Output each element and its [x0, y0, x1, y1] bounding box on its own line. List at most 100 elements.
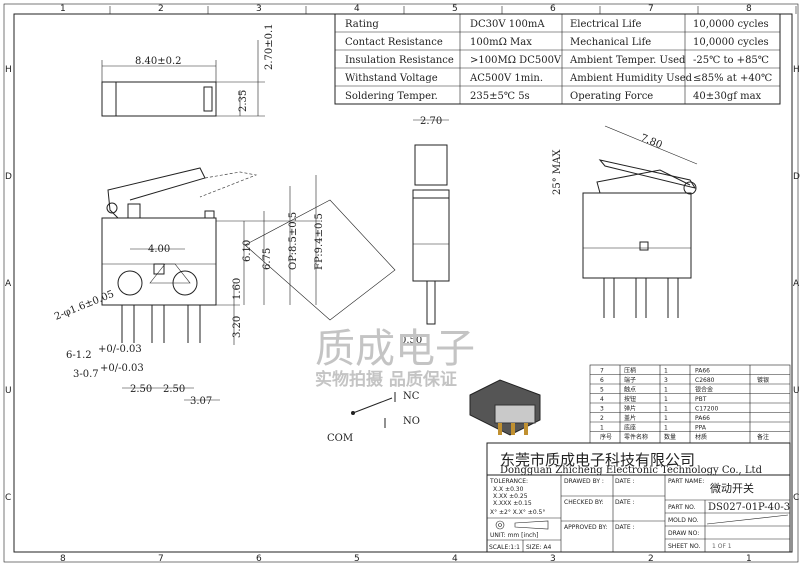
frame-column-label: 7 [158, 554, 164, 564]
dim-pin-length: 3.20 [232, 316, 243, 338]
spec-label2: Mechanical Life [570, 37, 651, 48]
checked-by-label: CHECKED BY: [564, 499, 604, 506]
part-name-label: PART NAME: [668, 478, 704, 485]
top-view: 8.40±0.2 2.70±0.1 2.35 [101, 23, 275, 117]
frame-column-label: 7 [648, 4, 654, 14]
dim-pitch-2: 2.50 [163, 384, 185, 395]
dim-pin-width-2-tol: +0/-0.03 [100, 363, 144, 374]
dim-op: OP:8.5±0.5 [288, 212, 299, 270]
parts-header-note: 备注 [757, 433, 769, 441]
parts-cell-qty: 1 [664, 396, 668, 403]
parts-cell-name: 触点 [624, 386, 636, 394]
spec-value2: ≤85% at +40℃ [693, 73, 772, 84]
spec-value2: -25℃ to +85℃ [693, 55, 769, 66]
frame-column-label: 3 [256, 4, 262, 14]
title-block: 东莞市质成电子科技有限公司 Dongguan Zhicheng Electron… [486, 442, 791, 553]
draw-no-label: DRAW NO: [668, 530, 699, 537]
parts-header-material: 材质 [695, 433, 707, 441]
parts-cell-material: PBT [695, 396, 707, 403]
dim-side-width: 2.70 [420, 116, 442, 127]
frame-column-label: 1 [746, 554, 752, 564]
sheet-no-label: SHEET NO. [668, 543, 700, 550]
spec-value: AC500V 1min. [469, 73, 543, 84]
spec-label2: Ambient Temper. Used [569, 55, 686, 66]
dim-hole-height: 1.60 [232, 278, 243, 300]
frame-column-label: 8 [746, 4, 752, 14]
spec-label2: Ambient Humidity Used [569, 73, 693, 84]
spec-value: 235±5℃ 5s [470, 91, 530, 102]
unit-label: UNIT: mm [inch] [490, 532, 538, 539]
parts-cell-qty: 1 [664, 387, 668, 394]
parts-cell-name: 按钮 [624, 395, 636, 403]
parts-cell-material: PPA [695, 425, 707, 432]
parts-cell-no: 2 [600, 415, 604, 422]
parts-cell-name: 盖片 [624, 414, 636, 422]
part-name: 微动开关 [710, 481, 754, 495]
frame-column-label: 4 [354, 4, 360, 14]
parts-cell-material: PA66 [695, 368, 710, 375]
company-name-cn: 东莞市质成电子科技有限公司 [500, 451, 695, 469]
spec-value: DC30V 100mA [470, 19, 545, 30]
parts-cell-no: 6 [600, 377, 604, 384]
frame-row-label: C [793, 493, 799, 503]
dim-top-height: 2.70±0.1 [264, 23, 275, 70]
scale-label: SCALE:1:1 [489, 544, 520, 551]
tolerance-2: X.XX ±0.25 [493, 493, 528, 500]
drawed-by-label: DRAWED BY : [564, 478, 604, 485]
dim-angle: 25° MAX [552, 149, 563, 195]
frame-column-label: 6 [256, 554, 262, 564]
sheet-no: 1 OF 1 [712, 543, 732, 550]
frame-column-label: 2 [648, 554, 654, 564]
part-no: DS027-01P-40-3 [708, 502, 790, 513]
parts-cell-qty: 1 [664, 425, 668, 432]
frame-column-label: 5 [452, 4, 458, 14]
parts-cell-no: 7 [600, 368, 604, 375]
parts-cell-qty: 1 [664, 368, 668, 375]
size-label: SIZE: A4 [526, 544, 552, 551]
product-photo [469, 379, 541, 436]
front-view: 4.00 6.10 6.75 OP:8.5±0.5 FP:9.4±0.5 2-φ… [53, 167, 325, 407]
spec-label2: Operating Force [570, 91, 653, 102]
parts-cell-no: 3 [600, 406, 604, 413]
parts-cell-qty: 3 [664, 377, 668, 384]
parts-cell-material: C17200 [695, 406, 718, 413]
parts-cell-qty: 1 [664, 415, 668, 422]
spec-label: Rating [345, 19, 379, 30]
spec-label: Withstand Voltage [345, 73, 438, 84]
spec-value2: 10,0000 cycles [693, 19, 769, 30]
parts-header-name: 零件名称 [624, 433, 648, 441]
spec-label2: Electrical Life [570, 19, 641, 30]
dim-hole-pitch: 4.00 [148, 244, 170, 255]
frame-row-label: H [793, 65, 800, 75]
spec-value2: 40±30gf max [693, 91, 762, 102]
parts-cell-name: 端子 [624, 376, 636, 384]
outer-border [3, 3, 799, 563]
spec-label: Insulation Resistance [345, 55, 454, 66]
frame-row-label: A [793, 279, 800, 289]
dim-height-2: 6.75 [262, 248, 273, 270]
circuit-symbol: NC NO COM [327, 391, 420, 444]
spec-value2: 10,0000 cycles [693, 37, 769, 48]
com-label: COM [327, 433, 353, 444]
dim-offset: 3.07 [190, 396, 212, 407]
parts-cell-note: 镀银 [757, 376, 769, 384]
dim-fp: FP:9.4±0.5 [314, 213, 325, 270]
parts-cell-material: PA66 [695, 415, 710, 422]
frame-column-label: 1 [60, 4, 66, 14]
parts-header-no: 序号 [600, 433, 612, 441]
frame-row-label: C [5, 493, 11, 503]
frame-column-label: 2 [158, 4, 164, 14]
frame-column-label: 3 [550, 554, 556, 564]
frame-row-label: U [793, 386, 800, 396]
tolerance-3: X.XXX ±0.15 [493, 500, 532, 507]
spec-value: 100mΩ Max [470, 37, 532, 48]
frame-row-label: H [5, 65, 12, 75]
side-view: 2.70 0.50 [400, 116, 450, 346]
right-view: 7.80 25° MAX [552, 125, 698, 318]
frame-row-label: U [5, 386, 12, 396]
tolerance-angle: X° ±2° X.X° ±0.5° [490, 509, 545, 516]
